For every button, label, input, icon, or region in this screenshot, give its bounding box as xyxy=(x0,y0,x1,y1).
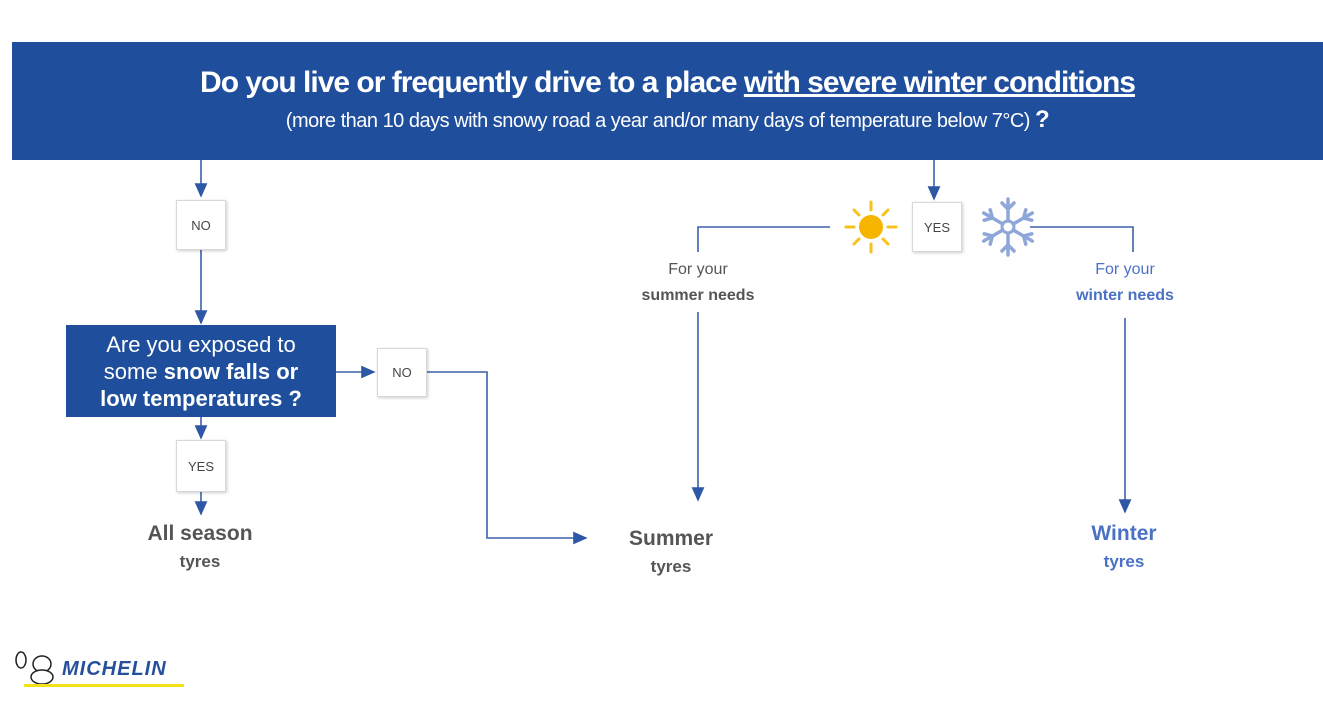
summer-sub: tyres xyxy=(650,557,692,576)
all-season-sub: tyres xyxy=(179,552,221,571)
q2-line2: some xyxy=(103,358,164,384)
summer-needs-label: For your summer needs xyxy=(642,257,755,309)
result-all-season: All season tyres xyxy=(147,522,252,572)
line-summer-branch xyxy=(697,226,830,252)
michelin-logo: MICHELIN xyxy=(12,650,207,690)
title-emphasis: with severe winter conditions xyxy=(743,66,1136,99)
snowflake-icon xyxy=(979,197,1037,257)
michelin-wordmark: MICHELIN xyxy=(62,658,167,680)
sun-icon xyxy=(844,200,898,254)
q2-line1: Are you exposed to xyxy=(106,331,296,357)
result-winter: Winter tyres xyxy=(1091,522,1156,572)
result-summer: Summer tyres xyxy=(629,527,713,577)
q2-line2-bold: snow falls or xyxy=(163,358,299,384)
winter-sub: tyres xyxy=(1103,552,1145,571)
winter-title: Winter xyxy=(1091,522,1157,545)
secondary-question-box: Are you exposed to some snow falls or lo… xyxy=(66,325,336,417)
summer-needs-line1: For your xyxy=(668,261,728,278)
winter-needs-label: For your winter needs xyxy=(1076,257,1174,309)
answer-no-box: NO xyxy=(176,200,226,250)
logo-underline xyxy=(24,684,184,687)
bibendum-icon xyxy=(15,651,54,685)
summer-title: Summer xyxy=(628,527,714,550)
answer-yes2-box: YES xyxy=(176,440,226,492)
all-season-title: All season xyxy=(147,522,253,545)
line-winter-branch xyxy=(1030,226,1134,252)
main-question-subtitle: (more than 10 days with snowy road a yea… xyxy=(285,110,1031,132)
winter-needs-line1: For your xyxy=(1095,261,1155,278)
answer-no2-box: NO xyxy=(377,348,427,397)
main-question-title: Do you live or frequently drive to a pla… xyxy=(12,66,1323,100)
main-question-banner: Do you live or frequently drive to a pla… xyxy=(12,42,1323,160)
q2-line3: low temperatures ? xyxy=(100,385,302,411)
question-mark: ? xyxy=(1035,106,1050,133)
title-text: Do you live or frequently drive to a pla… xyxy=(200,66,744,99)
summer-needs-line2: summer needs xyxy=(641,287,755,304)
arrow-to-summer xyxy=(426,371,588,545)
winter-needs-line2: winter needs xyxy=(1076,287,1174,304)
answer-yes-box: YES xyxy=(912,202,962,252)
